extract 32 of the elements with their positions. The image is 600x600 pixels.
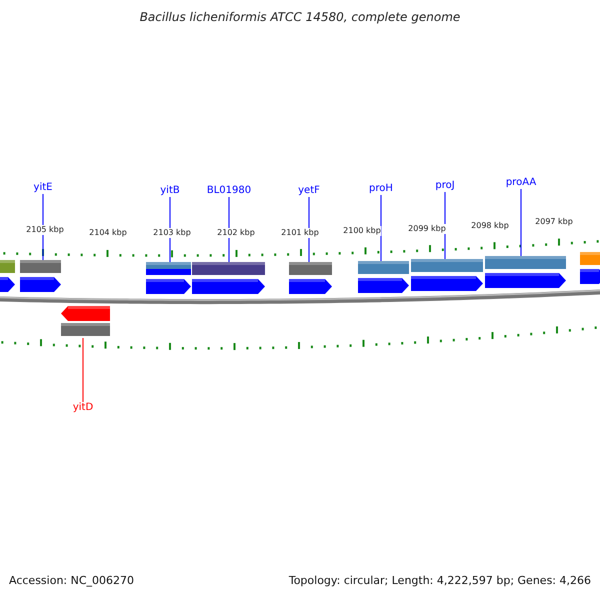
gene-label: proJ bbox=[435, 180, 455, 192]
scale-label: 2100 kbp bbox=[343, 226, 381, 236]
gene-drawing bbox=[411, 259, 485, 291]
gene-drawing bbox=[0, 260, 17, 292]
scale-label: 2097 kbp bbox=[535, 217, 573, 227]
gene-label: yitE bbox=[34, 182, 52, 194]
leader-line bbox=[82, 338, 84, 402]
leader-line bbox=[520, 188, 522, 256]
footer-text: Topology: circular; Length: 4,222,597 bp; Genes: 4,266 bbox=[288, 574, 591, 587]
gene-label: yetF bbox=[298, 185, 320, 197]
scale-label: 2104 kbp bbox=[89, 228, 127, 238]
scale-label: 2101 kbp bbox=[281, 228, 319, 238]
gene-drawing bbox=[358, 261, 411, 293]
gene-drawing bbox=[20, 260, 63, 292]
gene-drawing bbox=[146, 262, 193, 294]
footer-text: Accession: NC_006270 bbox=[9, 574, 134, 587]
scale-label: 2103 kbp bbox=[153, 228, 191, 238]
gene-label: proH bbox=[369, 183, 393, 195]
gene-label: BL01980 bbox=[206, 185, 252, 197]
gene-label: proAA bbox=[506, 177, 536, 189]
gene-drawing bbox=[289, 262, 334, 294]
scale-label: 2102 kbp bbox=[217, 228, 255, 238]
scale-label: 2105 kbp bbox=[26, 225, 64, 235]
scale-label: 2099 kbp bbox=[408, 224, 446, 234]
scale-label: 2098 kbp bbox=[471, 221, 509, 231]
title: Bacillus licheniformis ATCC 14580, complete genome bbox=[138, 10, 462, 24]
gene-drawing bbox=[61, 306, 112, 338]
gene-label: yitB bbox=[160, 185, 180, 197]
gene-drawing bbox=[485, 256, 568, 288]
gene-drawing bbox=[192, 262, 267, 294]
gene-drawing bbox=[580, 252, 600, 284]
gene-label: yitD bbox=[72, 402, 94, 414]
